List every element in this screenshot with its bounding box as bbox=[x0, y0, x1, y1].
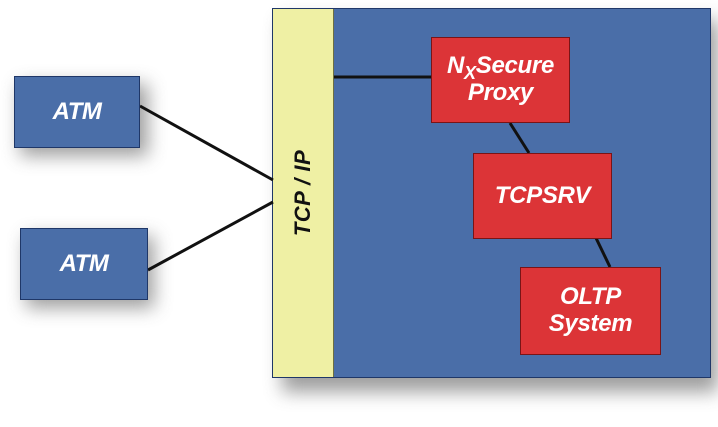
atm-top-label: ATM bbox=[52, 98, 102, 125]
oltp-line2: System bbox=[548, 310, 633, 337]
tcpsrv-box: TCPSRV bbox=[473, 153, 612, 239]
link-tcpsrv-oltp bbox=[594, 237, 612, 268]
tcp-ip-layer: TCP / IP bbox=[273, 9, 334, 377]
link-atm-top-tcp bbox=[139, 104, 274, 182]
atm-bottom-label: ATM bbox=[59, 250, 109, 277]
atm-top-box: ATM bbox=[14, 76, 140, 148]
proxy-subscript: X bbox=[464, 63, 476, 84]
tcpsrv-label: TCPSRV bbox=[494, 181, 591, 209]
proxy-line1: NXSecure bbox=[446, 52, 555, 84]
oltp-system-box: OLTP System bbox=[520, 267, 661, 355]
atm-bottom-box: ATM bbox=[20, 228, 148, 300]
proxy-line2: Proxy bbox=[467, 79, 534, 106]
oltp-line1: OLTP bbox=[559, 283, 621, 311]
nxsecure-proxy-box: NXSecure Proxy bbox=[431, 37, 570, 123]
link-atm-bottom-tcp bbox=[147, 200, 274, 272]
link-proxy-tcpsrv bbox=[508, 122, 531, 154]
